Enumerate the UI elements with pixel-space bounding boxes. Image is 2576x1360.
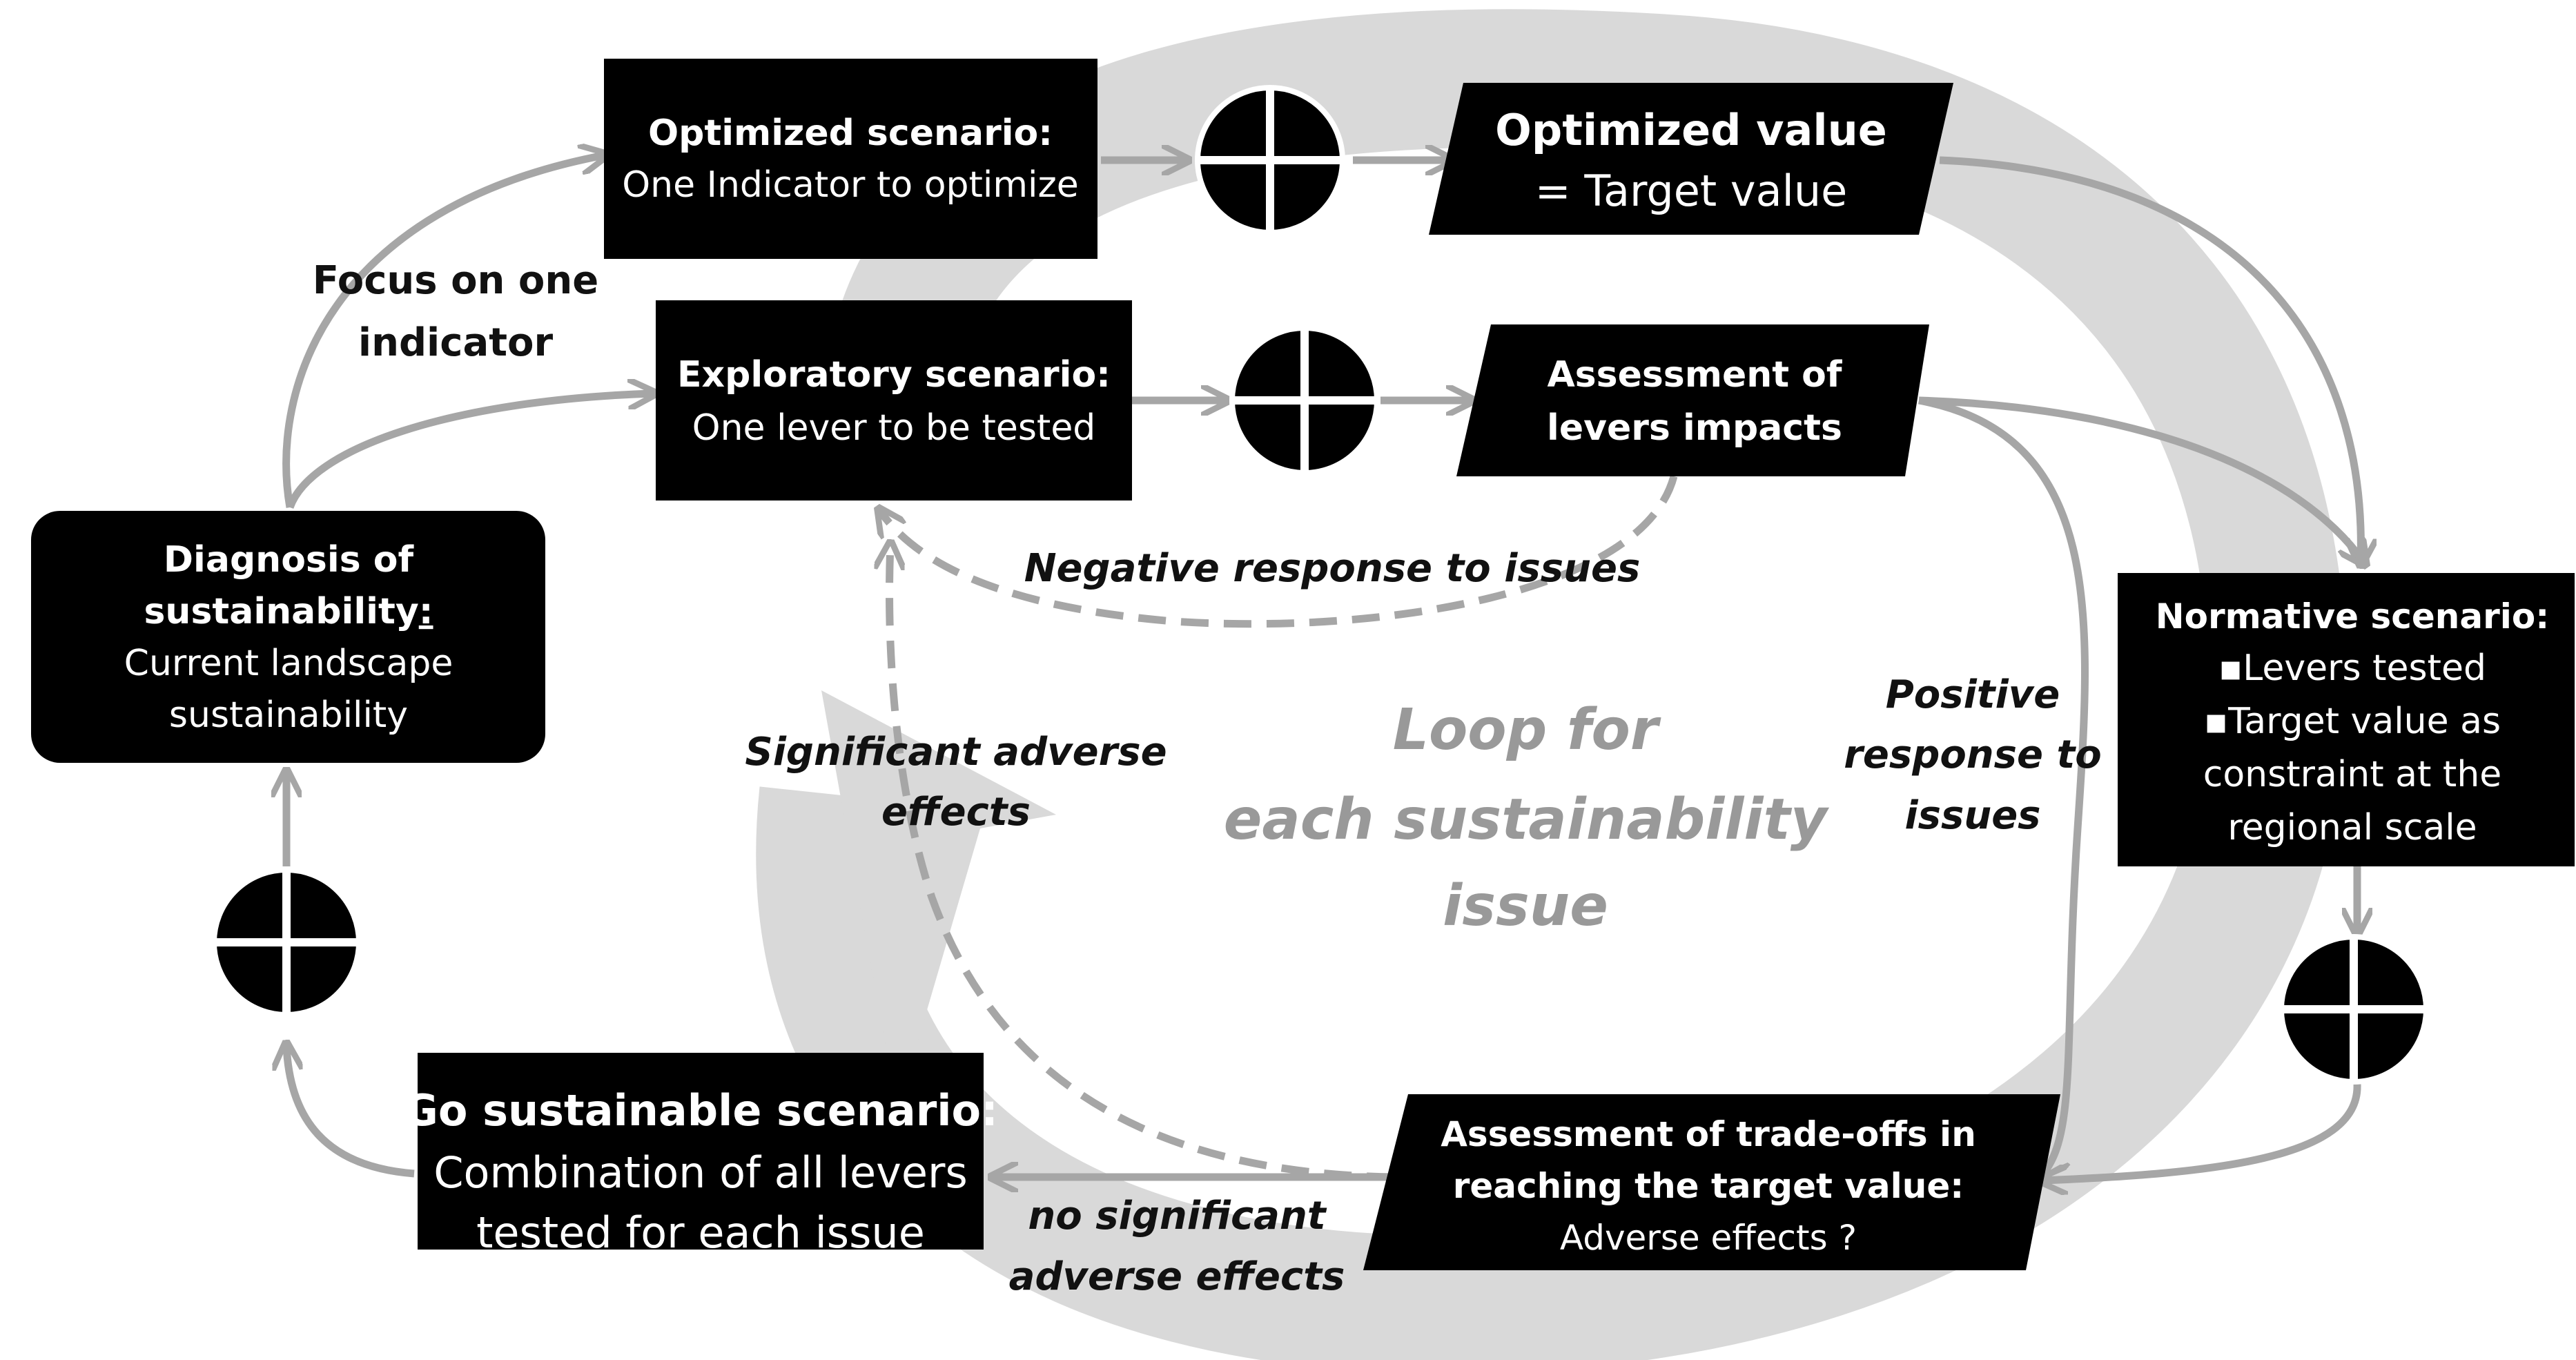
tradeoffs-line2: reaching the target value: [1453, 1166, 1964, 1206]
optimized-scenario-line: One Indicator to optimize [622, 164, 1079, 206]
tradeoffs-line1: Assessment of trade-offs in [1441, 1114, 1976, 1154]
positive-response-label-line2: response to [1844, 732, 2101, 777]
assessment-levers-line2: levers impacts [1547, 407, 1842, 449]
normative-line3: constraint at the [2203, 754, 2502, 795]
arrow-crosshair-to-tradeoffs [2043, 1083, 2361, 1181]
go-sustainable-title: Go sustainable scenario: [403, 1085, 998, 1136]
no-significant-label-line2: adverse effects [1009, 1254, 1345, 1299]
optimized-value-title: Optimized value [1495, 105, 1887, 155]
go-sustainable-line1: Combination of all levers [433, 1147, 968, 1198]
diagnosis-line1: Diagnosis of [164, 539, 415, 581]
go-sustainable-line2: tested for each issue [476, 1207, 925, 1258]
arrow-diagnosis-to-exploratory [286, 394, 652, 509]
focus-label-line1: Focus on one [313, 258, 599, 303]
negative-response-label: Negative response to issues [1024, 546, 1641, 591]
assessment-levers-node: Assessment of levers impacts [1456, 324, 1929, 476]
diagnosis-line2: sustainability: [144, 591, 433, 632]
assessment-tradeoffs-node: Assessment of trade-offs in reaching the… [1363, 1094, 2060, 1270]
tradeoffs-line3: Adverse effects ? [1560, 1218, 1857, 1258]
crosshair-circle-icon [214, 870, 359, 1015]
normative-scenario-node: Normative scenario: ▪Levers tested ▪Targ… [2118, 573, 2575, 866]
arrow-diagnosis-to-optimized [282, 155, 604, 508]
significant-adverse-label-line2: effects [881, 790, 1031, 835]
diagnosis-line3: Current landscape [124, 643, 453, 684]
crosshair-circle-icon [2281, 937, 2426, 1082]
diagnosis-node: Diagnosis of sustainability: Current lan… [31, 511, 545, 763]
arrow-significant-adverse [890, 545, 1395, 1181]
optimized-value-node: Optimized value = Target value [1429, 83, 1953, 235]
focus-label-line2: indicator [358, 320, 554, 365]
arrow-assessment-to-normative [1918, 396, 2364, 563]
loop-label-line1: Loop for [1393, 697, 1661, 763]
normative-bullet1: ▪Levers tested [2218, 648, 2486, 689]
optimized-scenario-title: Optimized scenario: [648, 113, 1053, 154]
exploratory-scenario-node: Exploratory scenario: One lever to be te… [656, 300, 1132, 501]
optimized-scenario-node: Optimized scenario: One Indicator to opt… [604, 59, 1097, 259]
positive-response-label-line3: issues [1904, 793, 2040, 838]
no-significant-label-line1: no significant [1028, 1194, 1327, 1238]
arrow-go-sustainable-to-crosshair [286, 1046, 415, 1178]
loop-label-line3: issue [1443, 873, 1608, 939]
go-sustainable-node: Go sustainable scenario: Combination of … [403, 1053, 998, 1258]
crosshair-circle-icon [1198, 88, 1343, 233]
exploratory-scenario-title: Exploratory scenario: [677, 354, 1111, 396]
significant-adverse-label-line1: Significant adverse [745, 730, 1167, 775]
arrow-assessment-to-tradeoffs [1918, 396, 2089, 1174]
arrow-negative-response [880, 475, 1678, 628]
normative-bullet2: ▪Target value as [2204, 701, 2501, 742]
loop-label-line2: each sustainability [1224, 787, 1830, 853]
arrow-optimized-value-to-normative [1939, 156, 2361, 563]
arrows [286, 155, 2364, 1181]
optimized-value-line: = Target value [1535, 166, 1848, 216]
crosshair-circle-icon [1232, 328, 1377, 473]
exploratory-scenario-line: One lever to be tested [692, 407, 1096, 449]
diagnosis-line4: sustainability [169, 694, 408, 736]
assessment-levers-line1: Assessment of [1547, 354, 1842, 396]
dashed-arrows [880, 475, 1678, 1181]
normative-scenario-title: Normative scenario: [2156, 596, 2549, 637]
positive-response-label-line1: Positive [1886, 672, 2060, 717]
normative-line4: regional scale [2227, 807, 2477, 848]
